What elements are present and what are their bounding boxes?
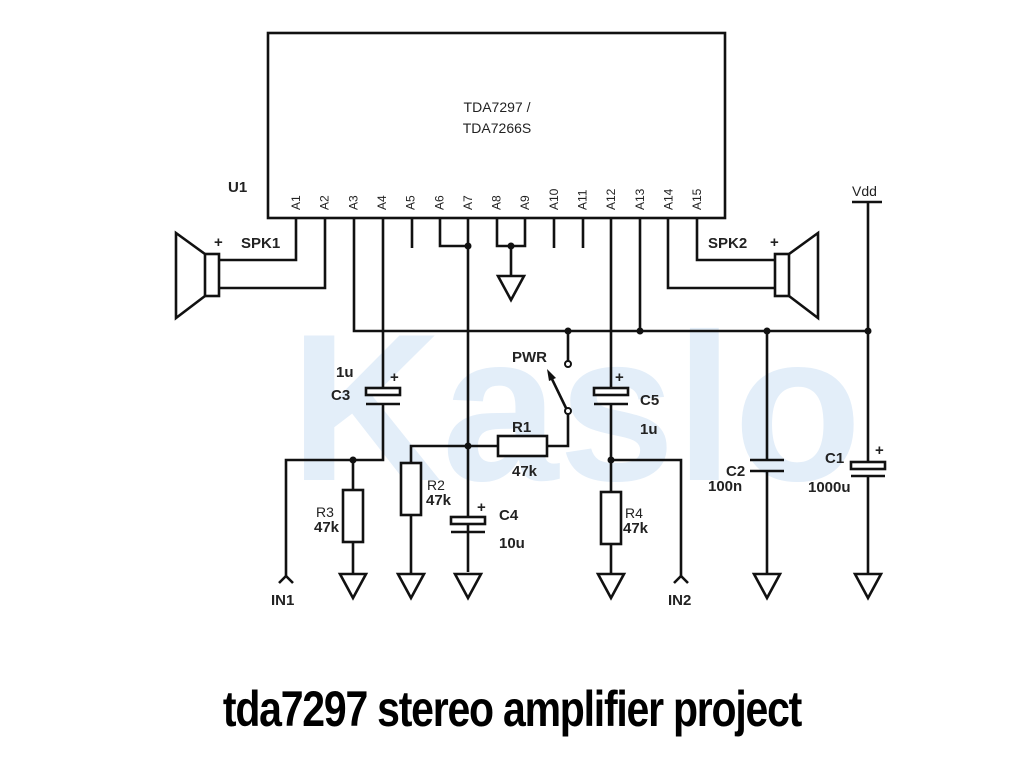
ground-symbol bbox=[395, 572, 427, 601]
wire-a4-c3 bbox=[284, 218, 385, 576]
ground-symbol bbox=[595, 572, 627, 601]
c1-symbol bbox=[849, 460, 887, 471]
schematic: Kaslo TDA7297 / TDA7266S U1 A1 A2 A3 A4 A5 A6… bbox=[174, 31, 887, 609]
pwr-label: PWR bbox=[512, 349, 547, 366]
ic-pin-label: A11 bbox=[576, 189, 590, 210]
ic-pin-label: A5 bbox=[404, 195, 418, 210]
wire-a14-spk2 bbox=[666, 218, 775, 290]
ground-symbol bbox=[337, 572, 369, 601]
ic-pin-label: A14 bbox=[661, 188, 675, 210]
ic-ref: U1 bbox=[228, 179, 247, 196]
in2-arrow bbox=[673, 575, 689, 584]
pin-stubs bbox=[410, 218, 585, 248]
vdd-wire bbox=[852, 200, 882, 462]
ic-name-line1: TDA7297 / bbox=[464, 99, 531, 115]
c2-ref: C2 bbox=[726, 463, 745, 480]
c2-symbol bbox=[750, 458, 784, 473]
r4-symbol bbox=[599, 490, 623, 546]
ic-pin-label: A7 bbox=[461, 195, 475, 210]
speaker-right bbox=[773, 230, 820, 321]
c4-polarity: + bbox=[477, 499, 486, 516]
power-switch bbox=[547, 331, 572, 415]
c4-ref: C4 bbox=[499, 507, 519, 524]
caption: tda7297 stereo amplifier project bbox=[222, 681, 802, 737]
c4-value: 10u bbox=[499, 535, 525, 552]
ic-pin-label: A13 bbox=[633, 188, 647, 210]
ground-symbol bbox=[852, 572, 884, 601]
c4-symbol bbox=[449, 515, 487, 526]
ic-pin-label: A4 bbox=[375, 195, 389, 210]
ground-symbol bbox=[751, 572, 783, 601]
speaker-right-label: SPK2 bbox=[708, 235, 747, 252]
ground-symbol bbox=[495, 274, 527, 303]
c1-wire bbox=[851, 474, 885, 574]
ic-name-line2: TDA7266S bbox=[463, 120, 531, 136]
junction bbox=[507, 242, 515, 250]
r2-symbol bbox=[399, 461, 423, 517]
wire-in2 bbox=[611, 458, 683, 576]
r2-wire bbox=[409, 444, 468, 574]
speaker-left bbox=[174, 230, 221, 321]
r2-value: 47k bbox=[426, 492, 452, 509]
c1-polarity: + bbox=[875, 442, 884, 459]
ic-pin-label: A15 bbox=[690, 188, 704, 210]
wire-a1-spk1 bbox=[219, 218, 298, 262]
r4-value: 47k bbox=[623, 520, 649, 537]
c5-value: 1u bbox=[640, 421, 658, 438]
ic-pin-label: A10 bbox=[547, 188, 561, 210]
ic-pin-label: A3 bbox=[346, 195, 360, 210]
r1-value: 47k bbox=[512, 463, 538, 480]
ic-pin-label: A6 bbox=[432, 195, 446, 210]
vdd-label: Vdd bbox=[852, 183, 877, 199]
watermark: Kaslo bbox=[290, 290, 862, 525]
c3-value: 1u bbox=[336, 364, 354, 381]
c2-value: 100n bbox=[708, 478, 742, 495]
r3-ref: R3 bbox=[316, 504, 334, 520]
c5-ref: C5 bbox=[640, 392, 659, 409]
wire-a2-spk1 bbox=[219, 218, 327, 290]
c3-polarity: + bbox=[390, 369, 399, 386]
c5-symbol bbox=[592, 386, 630, 397]
ic-pin-label: A12 bbox=[604, 188, 618, 210]
c3-ref: C3 bbox=[331, 387, 350, 404]
r3-symbol bbox=[341, 488, 365, 544]
c3-symbol bbox=[364, 386, 402, 397]
in1-label: IN1 bbox=[271, 592, 294, 609]
ic-pin-label: A1 bbox=[289, 195, 303, 210]
c1-value: 1000u bbox=[808, 479, 851, 496]
ground-symbol bbox=[452, 572, 484, 601]
in2-label: IN2 bbox=[668, 592, 691, 609]
speaker-left-label: SPK1 bbox=[241, 235, 280, 252]
c1-ref: C1 bbox=[825, 450, 844, 467]
wire-a15-spk2 bbox=[695, 218, 775, 262]
r1-symbol bbox=[496, 434, 549, 458]
ic-body bbox=[266, 31, 727, 220]
r4-ref: R4 bbox=[625, 505, 643, 521]
ic-pin-labels: A1 A2 A3 A4 A5 A6 A7 A8 A9 A10 A11 A12 A13 A14 A15 bbox=[289, 188, 704, 210]
ic-pin-label: A8 bbox=[490, 195, 504, 210]
in1-arrow bbox=[278, 575, 294, 584]
c5-polarity: + bbox=[615, 369, 624, 386]
ic-pin-label: A2 bbox=[318, 195, 332, 210]
speaker-left-polarity: + bbox=[214, 234, 223, 251]
wire-a6 bbox=[438, 218, 468, 248]
ic-pin-label: A9 bbox=[518, 195, 532, 210]
junction bbox=[636, 327, 644, 335]
junction bbox=[464, 242, 472, 250]
r3-value: 47k bbox=[314, 519, 340, 536]
r1-wire bbox=[468, 414, 570, 448]
r2-ref: R2 bbox=[427, 477, 445, 493]
r1-ref: R1 bbox=[512, 419, 531, 436]
speaker-right-polarity: + bbox=[770, 234, 779, 251]
supply-rail bbox=[352, 218, 868, 333]
